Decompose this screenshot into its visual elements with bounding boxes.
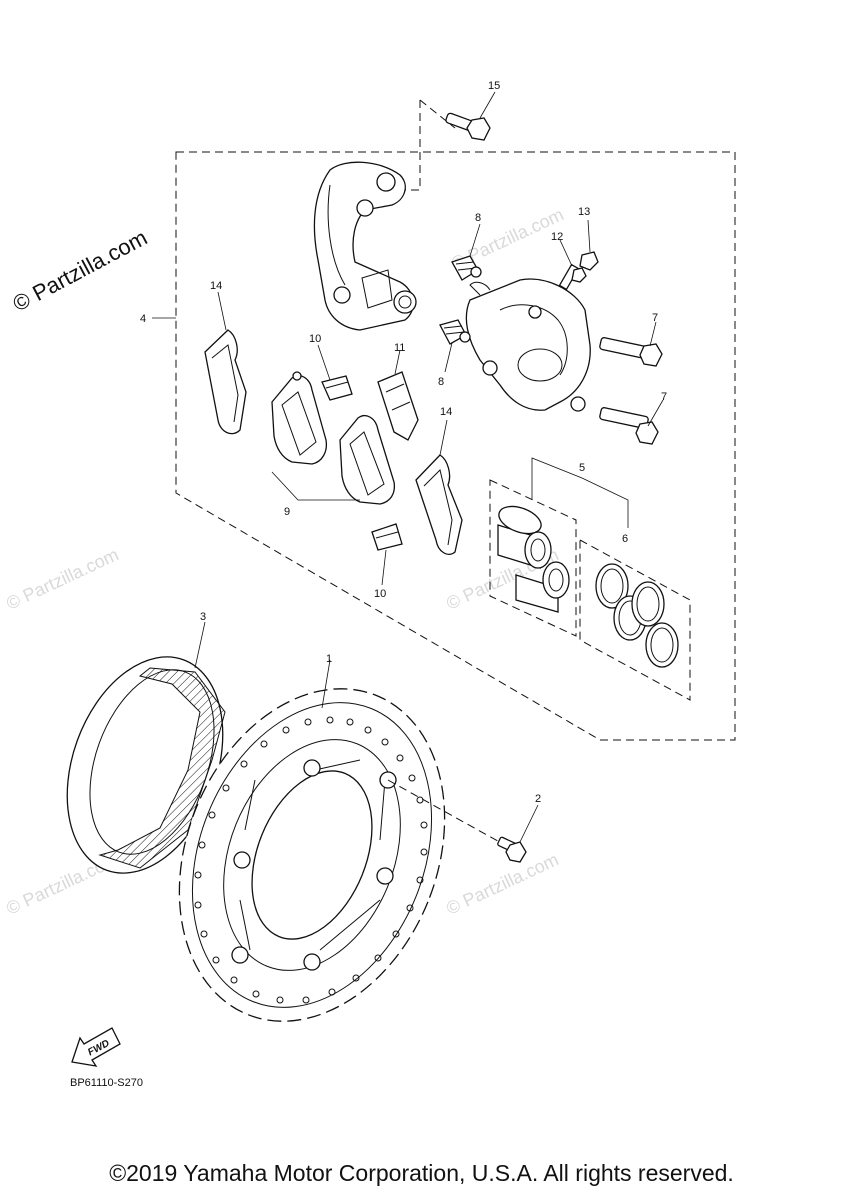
- callout-4: 4: [140, 313, 146, 325]
- brake-pad-9-left: [271, 371, 328, 465]
- watermark-faint: © Partzilla.com: [448, 0, 566, 4]
- diagram-code: BP61110-S270: [70, 1077, 143, 1089]
- copyright-notice: ©2019 Yamaha Motor Corporation, U.S.A. A…: [109, 1160, 734, 1186]
- pad-spring-10-lower: [371, 523, 403, 586]
- callout-7-lower: 7: [661, 391, 667, 403]
- boot-8-lower: [439, 319, 471, 373]
- callout-10-lower: 10: [374, 588, 386, 600]
- brake-pad-9-right: [339, 415, 396, 505]
- pin-bolt-7-lower: [599, 399, 664, 445]
- pad-spring-11: [377, 349, 419, 441]
- assembly-boundary: [175, 151, 736, 741]
- callout-10-upper: 10: [309, 333, 321, 345]
- piston-lower: [515, 561, 570, 613]
- bleed-screw-12: [558, 239, 587, 291]
- brake-disc-1: [178, 659, 446, 1022]
- piston-set-5: [489, 457, 629, 637]
- callout-14-left: 14: [210, 280, 222, 292]
- callout-7-upper: 7: [652, 312, 658, 324]
- boot-8-upper: [451, 223, 482, 281]
- callout-8-lower: 8: [438, 376, 444, 388]
- bolt-15: [400, 91, 496, 191]
- watermark-faint: © Partzilla.com: [3, 544, 121, 613]
- seal-kit-6: [579, 539, 691, 701]
- callouts: 1 2 3 4 5 6 7 7 8 8 9 10 10 11 12 13 14 …: [140, 80, 667, 805]
- bleed-cap-13: [579, 219, 599, 271]
- rotor-cover-3: [66, 621, 226, 874]
- callout-3: 3: [200, 611, 206, 623]
- callout-14-right: 14: [440, 406, 452, 418]
- callout-5: 5: [579, 462, 585, 474]
- callout-8-upper: 8: [475, 212, 481, 224]
- shim-14-left: [204, 291, 247, 435]
- caliper-body: [465, 278, 591, 412]
- callout-13: 13: [578, 206, 590, 218]
- disc-bolt-2: [387, 779, 539, 863]
- pad-spring-10-upper: [317, 344, 353, 401]
- pin-bolt-7-upper: [599, 321, 663, 367]
- watermark-faint: © Partzilla.com: [443, 849, 561, 918]
- callout-15: 15: [488, 80, 500, 92]
- watermark-main: © Partzilla.com: [9, 225, 152, 317]
- callout-9: 9: [284, 506, 290, 518]
- callout-11: 11: [394, 342, 405, 354]
- callout-6: 6: [622, 533, 628, 545]
- callout-12: 12: [551, 231, 563, 243]
- callout-1: 1: [326, 653, 332, 665]
- piston-upper: [497, 505, 552, 569]
- shim-14-right: [415, 419, 463, 555]
- caliper-bracket: [313, 161, 417, 331]
- callout-2: 2: [535, 793, 541, 805]
- disc-drill-holes: [194, 716, 428, 1004]
- forward-arrow-icon: FWD: [71, 1027, 121, 1067]
- leader-line-9: [271, 471, 360, 501]
